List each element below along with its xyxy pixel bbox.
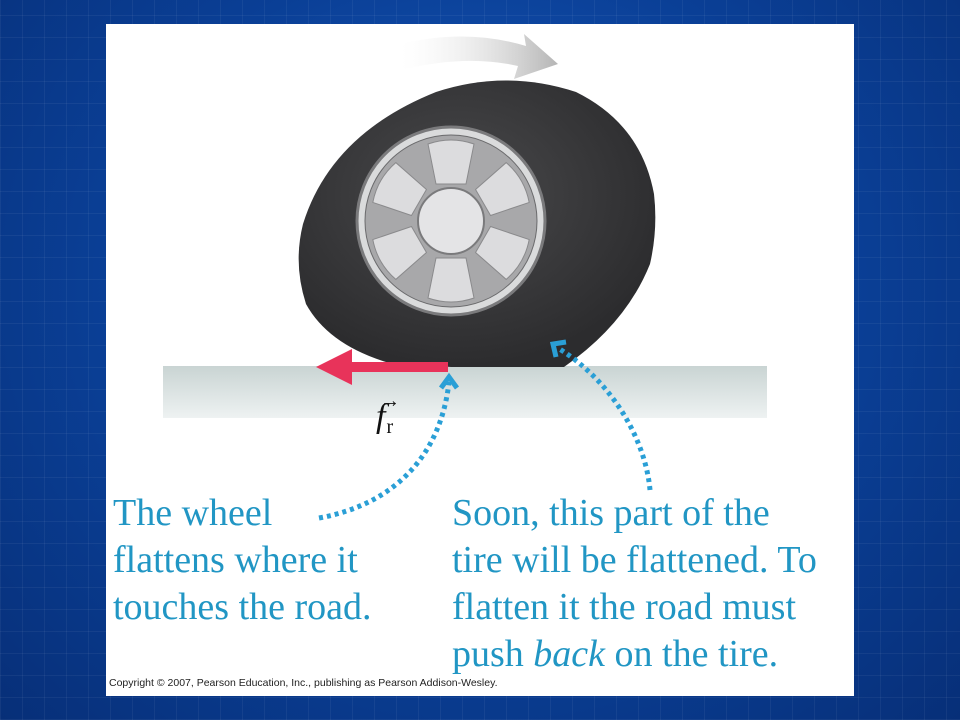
caption-line: The wheel	[113, 492, 273, 534]
slide-panel: → fr The wheel flattens where it touches…	[106, 24, 854, 696]
caption-text: push	[452, 633, 534, 675]
caption-line: tire will be flattened. To	[452, 539, 817, 581]
caption-line: Soon, this part of the	[452, 492, 770, 534]
vector-mark: →	[380, 390, 400, 412]
caption-line: flattens where it	[113, 539, 358, 581]
tire-diagram	[163, 34, 767, 521]
caption-line-emphasis: push back on the tire.	[452, 631, 817, 678]
rotation-arrow	[401, 34, 558, 79]
force-symbol: f	[376, 398, 386, 435]
caption-line: flatten it the road must	[452, 586, 797, 628]
force-subscript: r	[386, 416, 394, 438]
dotted-arrow-contact	[318, 372, 460, 521]
wheel-rim	[355, 125, 547, 317]
dotted-arrow-future	[549, 339, 653, 491]
caption-future-flattening: Soon, this part of the tire will be flat…	[452, 490, 817, 678]
copyright-notice: Copyright © 2007, Pearson Education, Inc…	[109, 677, 498, 689]
caption-text: on the tire.	[605, 633, 779, 675]
friction-force-label: → fr	[376, 390, 400, 439]
emphasis-back: back	[533, 633, 606, 675]
friction-force-arrow	[316, 349, 448, 385]
caption-line: touches the road.	[113, 586, 372, 628]
road-surface	[163, 366, 767, 418]
caption-contact-flattening: The wheel flattens where it touches the …	[113, 490, 372, 631]
